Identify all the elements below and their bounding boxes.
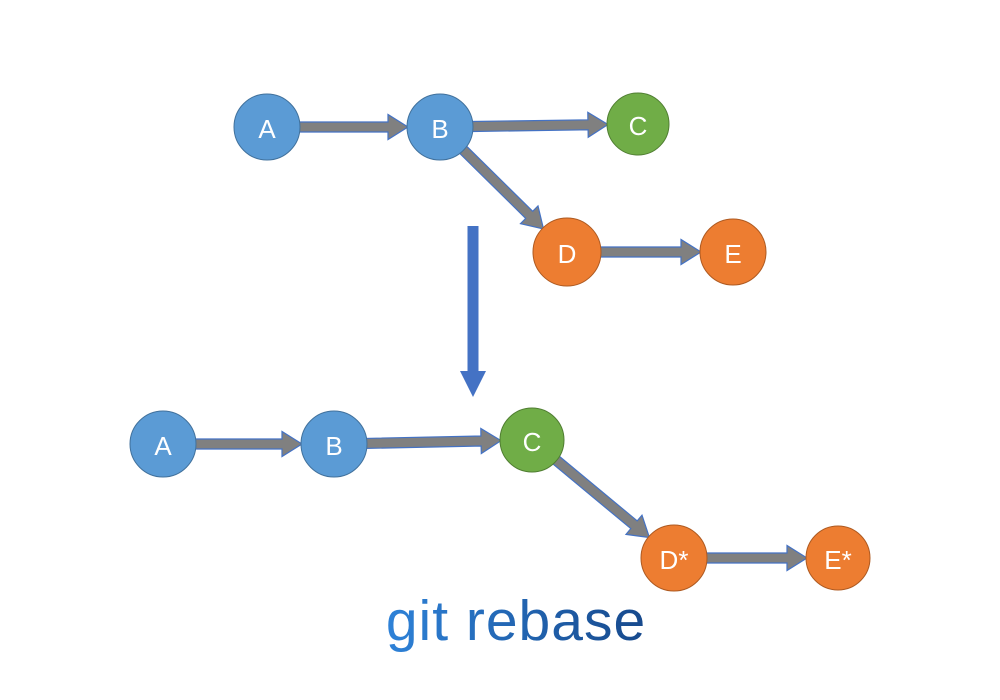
commit-node-label-after-rebase-C: C [523,427,542,457]
commit-edge-before-rebase-A-B [298,113,410,141]
commit-node-label-after-rebase-Estar: E* [824,545,851,575]
commit-node-after-rebase-Estar [805,525,871,591]
commit-node-after-rebase-B [300,410,368,478]
rebase-transform-arrow [460,226,486,397]
commit-node-label-after-rebase-Dstar: D* [660,545,689,575]
commit-edge-after-rebase-B-C [365,427,503,455]
commit-node-after-rebase-A [129,410,197,478]
commit-edge-before-rebase-B-C [471,111,610,139]
commit-node-before-rebase-E [699,218,767,286]
commit-node-label-before-rebase-A: A [258,114,276,144]
commit-node-label-after-rebase-A: A [154,431,172,461]
commit-node-after-rebase-C [499,407,565,473]
caption-git-rebase: git rebase [386,589,646,653]
commit-node-before-rebase-A [233,93,301,161]
commit-edge-before-rebase-B-D [458,145,545,230]
commit-edges-layer [194,111,809,572]
commit-node-before-rebase-B [406,93,474,161]
commit-node-label-before-rebase-D: D [558,239,577,269]
commit-edge-before-rebase-D-E [599,238,703,266]
commit-node-label-after-rebase-B: B [325,431,342,461]
commit-node-label-before-rebase-B: B [431,114,448,144]
commit-nodes-layer: A B C D E A B C D* E* [129,92,871,592]
commit-node-label-before-rebase-C: C [629,111,648,141]
commit-node-label-before-rebase-E: E [724,239,741,269]
commit-edge-after-rebase-Dstar-Estar [705,544,809,572]
commit-edge-after-rebase-A-B [194,430,304,458]
commit-edge-after-rebase-C-Dstar [551,455,651,539]
commit-node-after-rebase-Dstar [640,524,708,592]
commit-node-before-rebase-D [532,217,602,287]
commit-node-before-rebase-C [606,92,670,156]
